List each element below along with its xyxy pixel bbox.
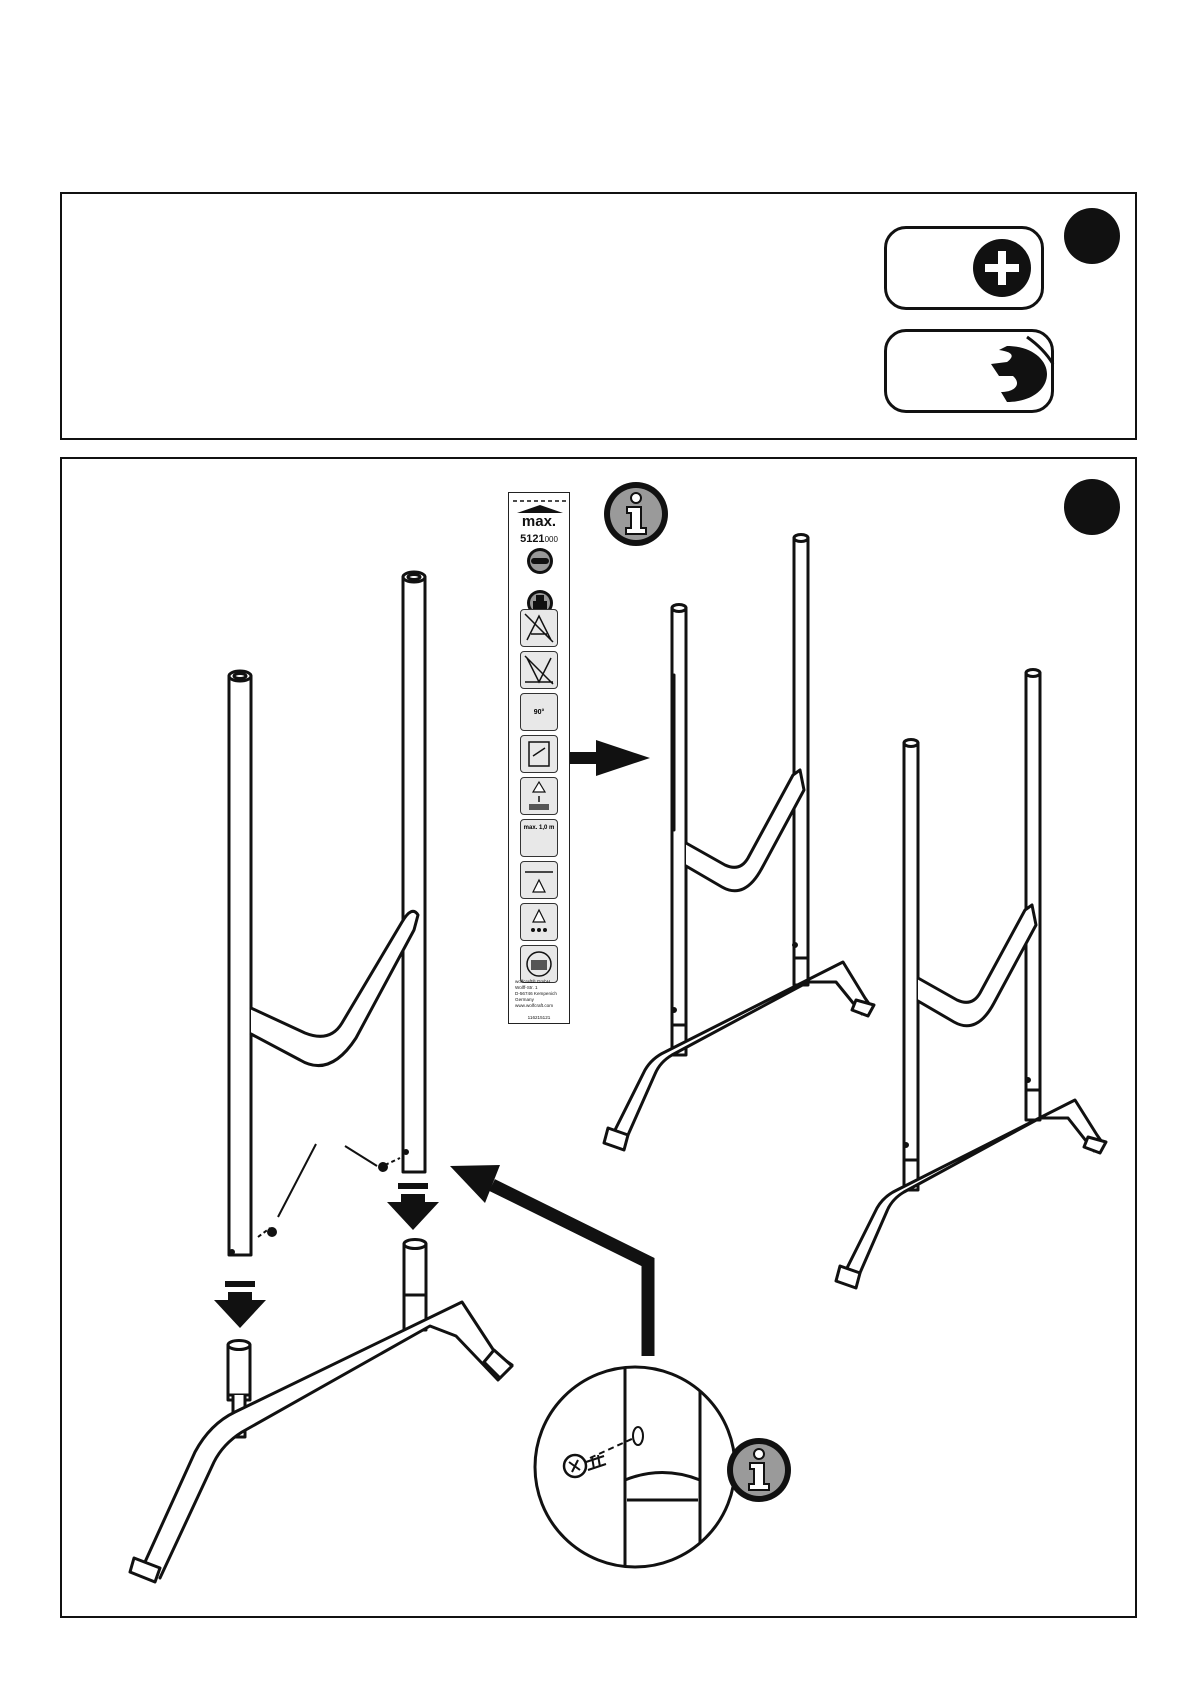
screw-guides <box>258 1144 400 1237</box>
warning-label-strip: max. 5121000 90° max. 1,0 m wolfcraft® G… <box>508 492 570 1024</box>
right-lower-post <box>404 1244 426 1330</box>
arrow-down-icon <box>214 1281 266 1328</box>
right-upper-tube <box>403 577 425 1172</box>
label-icon-5 <box>520 777 558 815</box>
left-trestle-exploded <box>130 572 512 1582</box>
right-trestle <box>836 670 1106 1289</box>
arrow-right-icon <box>569 740 650 776</box>
label-icon-4 <box>520 735 558 773</box>
label-icon-angle: 90° <box>520 693 558 731</box>
label-icon-9 <box>520 945 558 983</box>
label-icon-7 <box>520 861 558 899</box>
info-icon <box>604 482 668 546</box>
screw-right <box>378 1162 388 1172</box>
screw-left <box>267 1227 277 1237</box>
middle-trestle <box>604 535 874 1151</box>
info-icon <box>727 1438 791 1502</box>
label-icon-8 <box>520 903 558 941</box>
dashed-top-line <box>509 493 571 513</box>
label-product-code: 5121000 <box>509 533 569 545</box>
zoom-detail <box>535 1360 735 1580</box>
label-icon-1 <box>520 609 558 647</box>
lower-base-rail <box>140 1302 512 1578</box>
label-max-text: max. <box>509 513 569 530</box>
left-upper-tube <box>229 676 251 1255</box>
arrow-down-icon <box>387 1183 439 1230</box>
eye-protection-icon <box>509 545 571 665</box>
label-article-number: 116215121 <box>509 1015 569 1020</box>
upper-cross-brace <box>251 911 418 1065</box>
label-address: wolfcraft® GmbH Wolff-Str. 1 D-56746 Kem… <box>515 979 565 1009</box>
left-lower-post <box>228 1345 250 1400</box>
label-icon-2 <box>520 651 558 689</box>
label-icon-distance: max. 1,0 m <box>520 819 558 857</box>
